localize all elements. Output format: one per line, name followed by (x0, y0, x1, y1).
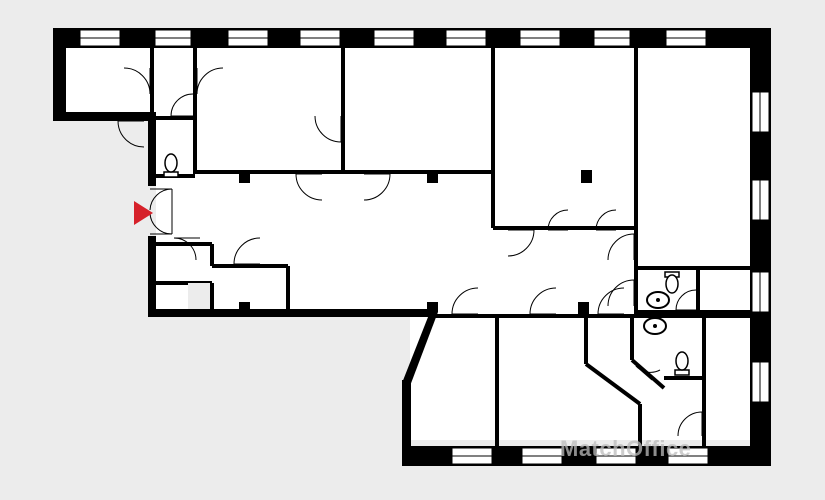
door-swing-icon (597, 287, 625, 315)
door-swing-icon (529, 287, 557, 315)
wall-west-lower (148, 236, 156, 316)
window-icon (751, 179, 770, 221)
door-swing-icon (677, 411, 703, 437)
door-swing-icon (123, 67, 151, 95)
door-swing-icon (363, 173, 391, 201)
window-icon (79, 29, 121, 47)
window-icon (299, 29, 341, 47)
columns (239, 170, 592, 315)
wall-annex-bottom (53, 112, 153, 121)
column-icon (239, 173, 250, 183)
wall-east (750, 28, 771, 466)
window-icon (445, 29, 487, 47)
door-swing-icon (595, 209, 617, 231)
door-swing-icon (635, 365, 661, 381)
door-swing-icon (233, 237, 261, 265)
entrance-doors (147, 186, 173, 236)
window-icon (751, 361, 770, 403)
wall-southwest (402, 380, 411, 466)
window-icon (521, 447, 563, 465)
interior-walls (150, 48, 752, 446)
sinks (643, 291, 670, 335)
door-swing-icon (607, 233, 635, 261)
doors (117, 67, 703, 437)
toilet-icon (664, 271, 680, 294)
watermark-logo: MatchOffice (560, 436, 692, 461)
door-swing-icon (451, 287, 479, 315)
door-swing-icon (607, 279, 635, 307)
window-icon (451, 447, 493, 465)
window-icon (154, 29, 192, 47)
door-swing-icon (675, 289, 697, 311)
sink-icon (646, 291, 670, 309)
window-icon (227, 29, 269, 47)
window-icon (665, 29, 707, 47)
door-swing-icon (196, 67, 224, 95)
window-icon (751, 271, 770, 313)
door-swing-icon (170, 93, 194, 117)
storage-opening (188, 283, 210, 309)
wall-west-top (53, 28, 66, 118)
floor-fill (60, 36, 765, 440)
window-icon (667, 447, 709, 465)
door-swing-icon (117, 120, 145, 148)
column-icon (427, 173, 438, 183)
window-icon (519, 29, 561, 47)
window-icon (593, 29, 631, 47)
toilet-icon (674, 351, 690, 376)
column-icon (239, 302, 250, 312)
wall-south-left (148, 309, 433, 317)
window-icon (373, 29, 415, 47)
toilet-icon (163, 153, 179, 178)
sink-icon (643, 317, 667, 335)
column-icon (578, 302, 589, 315)
windows (79, 29, 770, 465)
door-swing-icon (507, 229, 535, 257)
door-swing-icon (547, 209, 569, 231)
toilets (163, 153, 690, 376)
column-icon (427, 302, 438, 312)
wall-west-mid (148, 112, 156, 186)
door-swing-icon (314, 115, 342, 143)
wall-angled (402, 312, 438, 386)
column-icon (581, 170, 592, 183)
door-swing-icon (295, 173, 323, 201)
window-icon (751, 91, 770, 133)
door-swing-icon (173, 237, 200, 261)
window-icon (595, 447, 637, 465)
entrance-arrow-icon (134, 201, 153, 225)
